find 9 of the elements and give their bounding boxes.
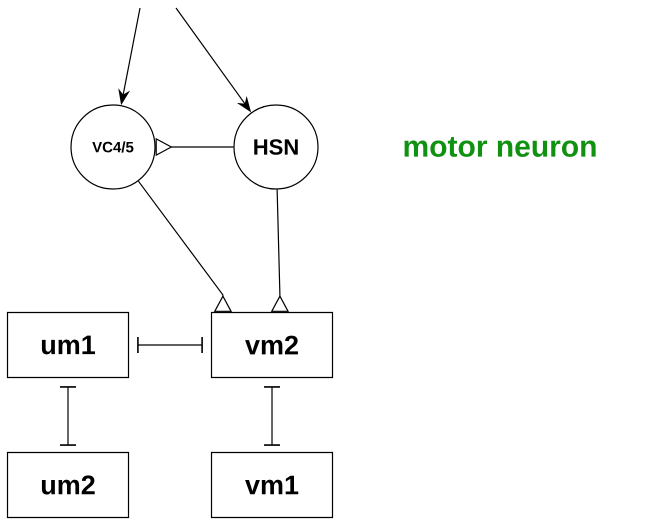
cell-box: um1 — [6, 312, 130, 378]
cell-box: vm1 — [210, 452, 334, 518]
cell-box: vm2 — [210, 312, 334, 378]
inhibition-line — [264, 386, 280, 446]
cell-box: um2 — [6, 452, 130, 518]
inhibition-line — [137, 337, 203, 353]
label: motor neuron — [404, 137, 596, 157]
inhibition-line — [60, 386, 76, 446]
synapse-line — [138, 180, 232, 312]
